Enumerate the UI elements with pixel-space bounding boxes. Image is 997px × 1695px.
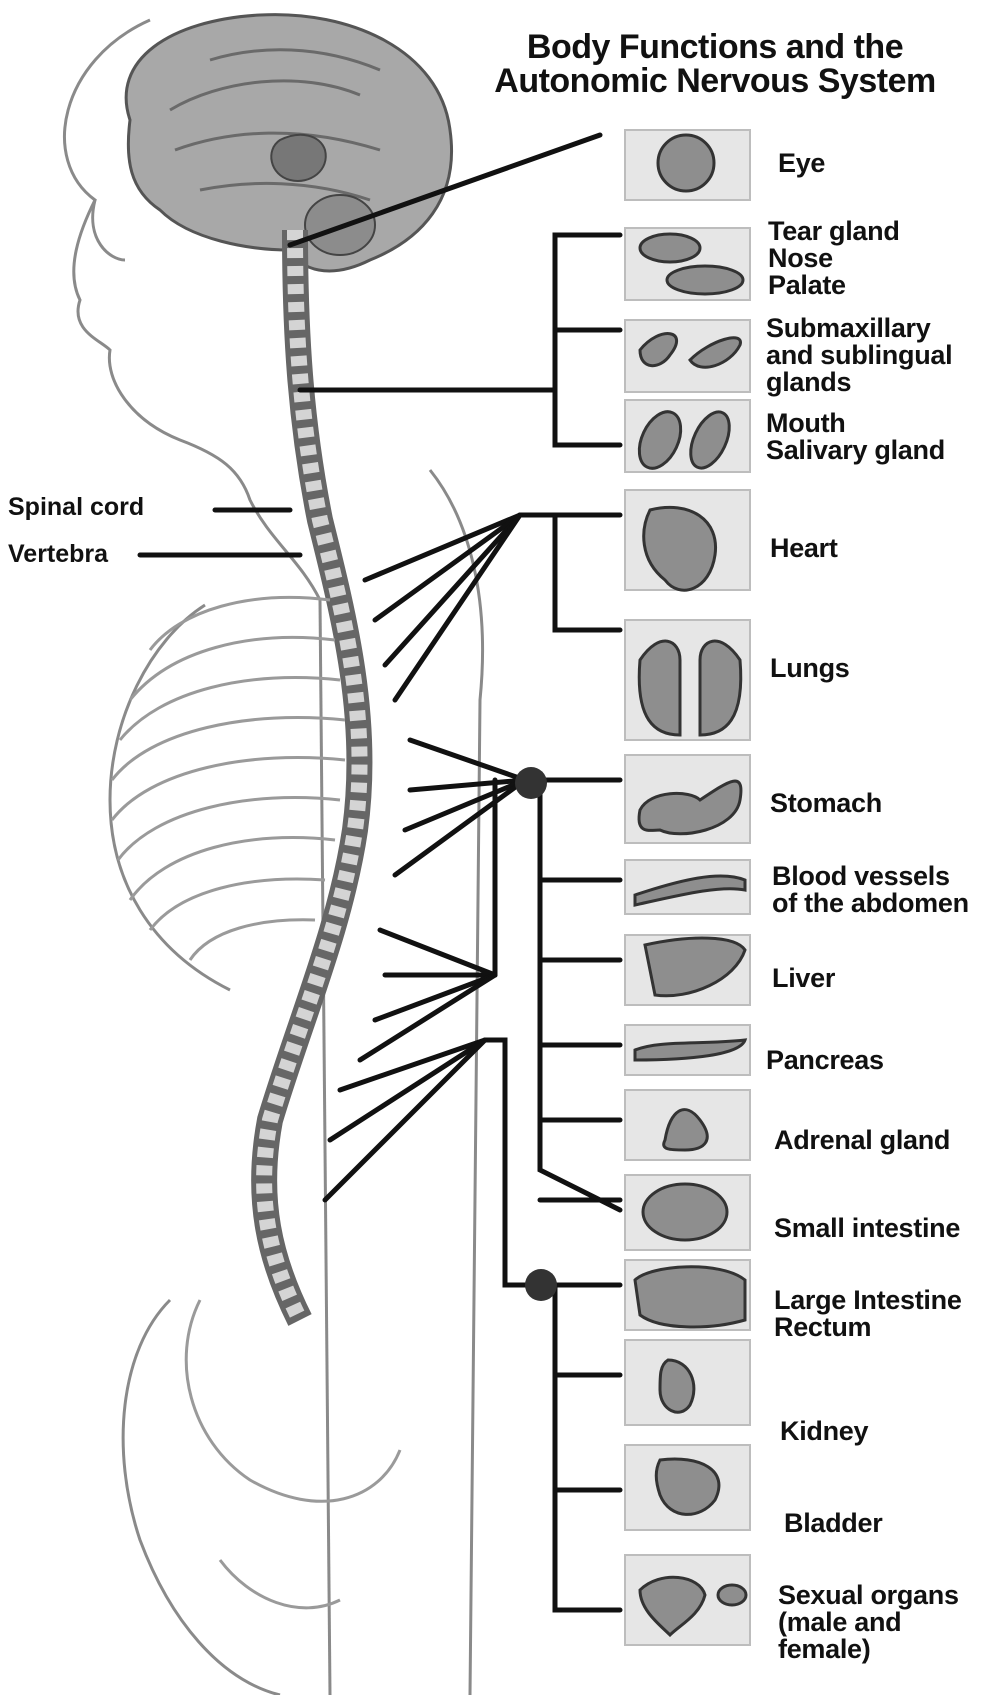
large-intestine-drawing [635,1267,745,1327]
label-heart: Heart [770,535,838,562]
tear-gland-drawing [640,234,700,262]
label-mouth: Mouth Salivary gland [766,410,945,464]
label-kidney: Kidney [780,1418,868,1445]
label-sexual-organs: Sexual organs (male and female) [778,1582,959,1663]
diagram-title: Body Functions and the Autonomic Nervous… [480,30,950,98]
rib-cage [112,597,345,960]
label-liver: Liver [772,965,835,992]
label-tear-gland: Tear gland Nose Palate [768,218,900,299]
title-line-1: Body Functions and the [480,30,950,64]
spinal-column [264,230,359,1320]
label-eye: Eye [778,150,825,177]
label-lungs: Lungs [770,655,850,682]
vertebra-label: Vertebra [8,540,108,569]
label-pancreas: Pancreas [766,1047,884,1074]
label-adrenal-gland: Adrenal gland [774,1127,950,1154]
nerve-ganglia [515,767,557,1301]
pelvis [186,1300,400,1608]
label-stomach: Stomach [770,790,882,817]
bladder-drawing [656,1459,719,1514]
eye-drawing [658,135,714,191]
small-intestine-drawing [643,1184,727,1240]
title-line-2: Autonomic Nervous System [480,64,950,98]
nerve-lines [140,135,620,1610]
label-submaxillary: Submaxillary and sublingual glands [766,315,952,396]
label-bladder: Bladder [784,1510,882,1537]
label-small-intestine: Small intestine [774,1215,960,1242]
spinal-cord-label: Spinal cord [8,493,144,522]
label-large-intestine: Large Intestine Rectum [774,1287,962,1341]
label-blood-vessels: Blood vessels of the abdomen [772,863,969,917]
